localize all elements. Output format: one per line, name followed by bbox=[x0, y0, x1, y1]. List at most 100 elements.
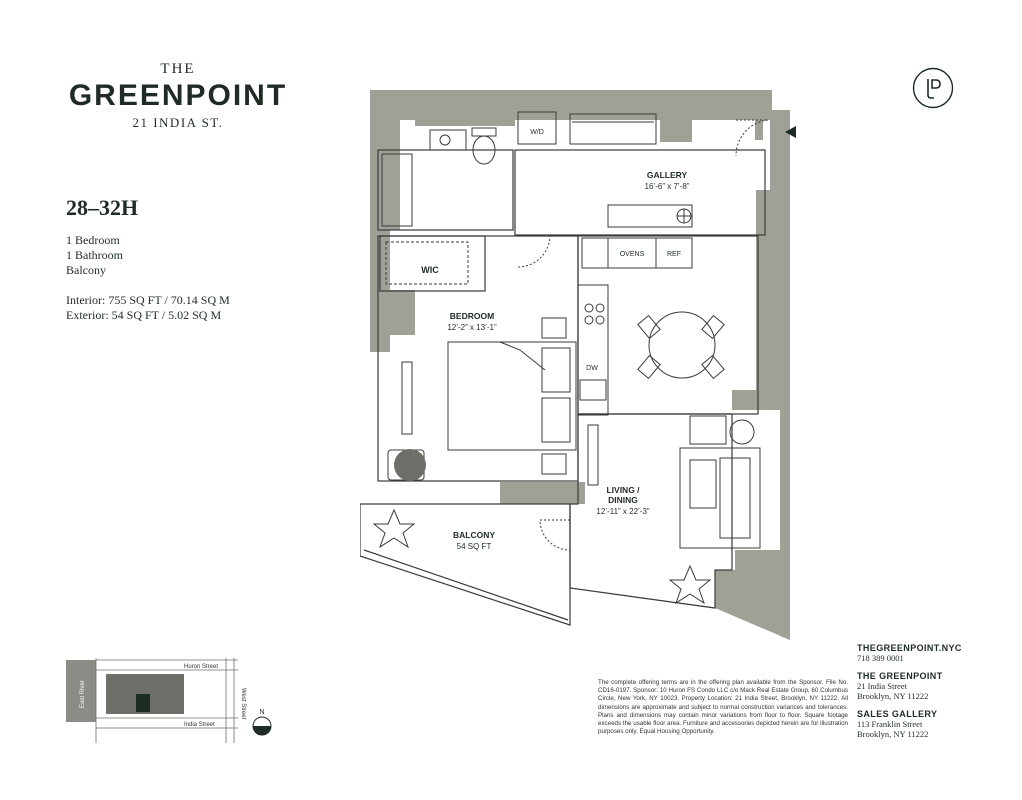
closet-shelf-top bbox=[569, 113, 657, 145]
sales-title: SALES GALLERY bbox=[857, 709, 938, 719]
spec-bedrooms: 1 Bedroom bbox=[66, 233, 120, 247]
sofa bbox=[679, 447, 761, 549]
nightstand-2 bbox=[541, 453, 567, 475]
north-icon: N bbox=[252, 709, 272, 736]
dining-table bbox=[648, 311, 716, 379]
door-balcony bbox=[539, 519, 571, 551]
side-table bbox=[729, 419, 755, 445]
wic-shelf bbox=[385, 241, 469, 285]
kitchen-tall-cab bbox=[581, 237, 609, 269]
spec-interior: Interior: 755 SQ FT / 70.14 SQ M bbox=[66, 293, 230, 307]
contact-block: THEGREENPOINT.NYC 718 389 0001 THE GREEN… bbox=[857, 643, 962, 747]
wic-outline bbox=[379, 235, 486, 292]
unit-specs: 1 Bedroom 1 Bathroom Balcony Interior: 7… bbox=[66, 233, 230, 323]
brand-block: THE GREENPOINT 21 INDIA ST. bbox=[62, 60, 294, 132]
website-link[interactable]: THEGREENPOINT.NYC bbox=[857, 643, 962, 653]
label-living-dims: 12’-11” x 22’-3” bbox=[596, 507, 650, 516]
door-entry-swing bbox=[735, 119, 769, 157]
sales-street: 113 Franklin Street bbox=[857, 719, 923, 729]
spec-bathrooms: 1 Bathroom bbox=[66, 248, 123, 262]
bedroom-ottoman bbox=[394, 449, 426, 481]
media-console bbox=[587, 424, 599, 486]
wardrobe bbox=[401, 361, 413, 435]
plant-living bbox=[668, 564, 712, 605]
label-bedroom: BEDROOM bbox=[450, 311, 494, 321]
unit-title: 28–32H bbox=[66, 195, 139, 220]
bed-pillow-1 bbox=[541, 347, 571, 393]
legal-disclaimer: The complete offering terms are in the o… bbox=[598, 679, 848, 736]
keymap-huron: Huron Street bbox=[184, 664, 218, 670]
wd-unit bbox=[517, 111, 557, 145]
label-dw: DW bbox=[586, 365, 598, 372]
label-gallery-dims: 16’-6” x 7’-8” bbox=[645, 182, 690, 191]
balcony-rail bbox=[363, 549, 569, 621]
door-bedroom bbox=[517, 234, 551, 268]
label-dining: DINING bbox=[608, 495, 638, 505]
chair-3 bbox=[637, 354, 661, 380]
wall-left-notch bbox=[370, 290, 415, 335]
toilet-bowl bbox=[472, 135, 496, 165]
bed-pillow-2 bbox=[541, 397, 571, 443]
key-map: Huron Street India Street West Street Ea… bbox=[66, 658, 272, 743]
wall-bath-left bbox=[370, 120, 400, 230]
label-bedroom-dims: 12’-2” x 13’-1” bbox=[447, 323, 497, 332]
label-balcony: BALCONY bbox=[453, 530, 495, 540]
wall-living-br bbox=[715, 550, 790, 640]
plant-balcony bbox=[372, 508, 416, 549]
brand-name: GREENPOINT bbox=[68, 79, 288, 112]
label-balcony-dims: 54 SQ FT bbox=[457, 542, 492, 551]
gallery-outline bbox=[514, 149, 766, 236]
keymap-india: India Street bbox=[184, 722, 215, 728]
floor-plan: W/D GALLERY 16’-6” x 7’-8” WIC BEDROOM 1… bbox=[360, 90, 796, 640]
building-title: THE GREENPOINT bbox=[857, 671, 943, 681]
entry-arrow-icon bbox=[785, 126, 796, 138]
toilet-tank bbox=[471, 127, 497, 137]
coffee-table bbox=[689, 459, 717, 509]
chair-4 bbox=[701, 354, 725, 380]
nightstand-1 bbox=[541, 317, 567, 339]
plan-exterior-wall bbox=[370, 90, 790, 640]
wall-top-right bbox=[660, 120, 692, 142]
wall-top bbox=[370, 90, 772, 120]
armchair bbox=[689, 415, 727, 445]
label-ovens: OVENS bbox=[620, 251, 645, 258]
living-outline bbox=[569, 413, 733, 609]
keymap-river: East River bbox=[80, 680, 86, 708]
sales-city: Brooklyn, NY 11222 bbox=[857, 729, 929, 739]
site-highlight bbox=[136, 694, 150, 712]
chair-2 bbox=[701, 314, 725, 340]
keymap-west: West Street bbox=[240, 688, 246, 720]
label-wd: W/D bbox=[530, 129, 544, 136]
ref-box bbox=[655, 237, 693, 269]
label-gallery: GALLERY bbox=[647, 170, 688, 180]
balcony-outline bbox=[360, 503, 571, 626]
label-wic: WIC bbox=[421, 265, 439, 275]
sink bbox=[579, 379, 607, 401]
phone: 718 389 0001 bbox=[857, 653, 904, 663]
wall-corner-tr bbox=[755, 110, 763, 140]
spec-exterior: Exterior: 54 SQ FT / 5.02 SQ M bbox=[66, 308, 222, 322]
greenpoint-logo-icon bbox=[912, 67, 954, 109]
gallery-console bbox=[607, 204, 693, 228]
brand-address: 21 INDIA ST. bbox=[132, 115, 224, 130]
wall-bath-top bbox=[415, 120, 515, 126]
kitchen-outline bbox=[577, 235, 759, 415]
river-strip bbox=[66, 660, 96, 722]
spec-outdoor: Balcony bbox=[66, 263, 106, 277]
wall-bedroom-bottom bbox=[500, 482, 585, 504]
spec-gap bbox=[66, 278, 230, 293]
keymap-north: N bbox=[259, 709, 264, 716]
brand-the: THE bbox=[160, 61, 196, 77]
chair-1 bbox=[637, 314, 661, 340]
kitchen-counter bbox=[577, 284, 609, 416]
wall-right bbox=[732, 110, 790, 640]
building-street: 21 India Street bbox=[857, 681, 908, 691]
building-city: Brooklyn, NY 11222 bbox=[857, 691, 929, 701]
label-living: LIVING / bbox=[606, 485, 640, 495]
bed bbox=[447, 341, 577, 451]
bathtub bbox=[381, 153, 413, 227]
bedroom-outline bbox=[377, 235, 579, 482]
label-ref: REF bbox=[667, 251, 681, 258]
sink-basin bbox=[439, 134, 451, 146]
bath-vanity bbox=[429, 129, 467, 151]
